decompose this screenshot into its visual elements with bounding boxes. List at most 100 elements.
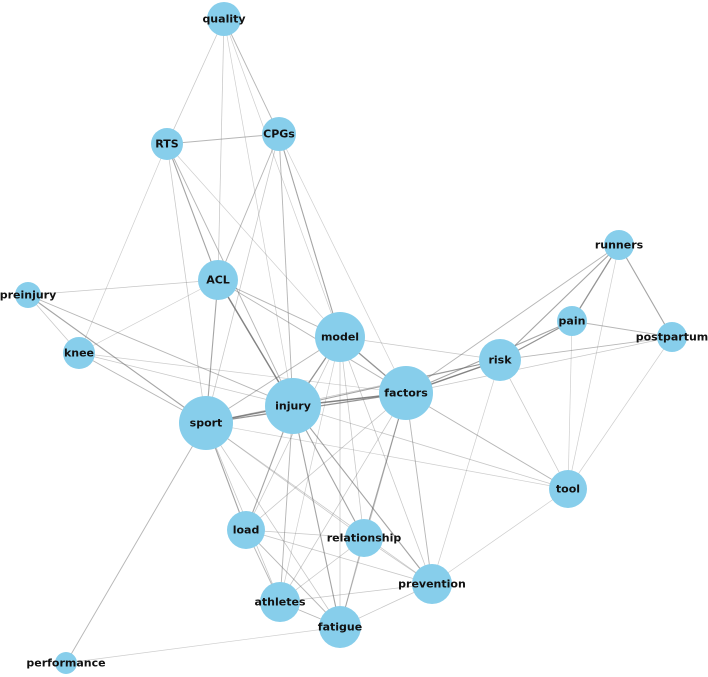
edge-risk-sport — [205, 359, 501, 424]
node-label-runners: runners — [595, 239, 644, 252]
node-preinjury[interactable] — [15, 282, 41, 308]
node-label-knee: knee — [64, 347, 94, 360]
node-knee[interactable] — [63, 337, 95, 369]
node-quality[interactable] — [207, 2, 241, 36]
node-relationship[interactable] — [345, 519, 383, 557]
edge-model-athletes — [279, 336, 341, 603]
node-label-risk: risk — [488, 354, 512, 367]
edge-load-fatigue — [245, 529, 341, 628]
node-label-quality: quality — [202, 13, 245, 26]
node-label-postpartum: postpartum — [636, 331, 708, 344]
edge-knee-factors — [78, 352, 407, 394]
node-prevention[interactable] — [412, 564, 452, 604]
edge-quality-CPGs — [223, 18, 280, 135]
node-layer — [15, 2, 687, 674]
edge-factors-athletes — [279, 392, 407, 603]
node-model[interactable] — [315, 312, 365, 362]
node-label-factors: factors — [384, 387, 428, 400]
edge-postpartum-factors — [405, 336, 673, 394]
edge-CPGs-factors — [278, 133, 407, 394]
node-label-performance: performance — [26, 657, 105, 670]
node-sport[interactable] — [179, 396, 233, 450]
edge-injury-fatigue — [292, 405, 341, 628]
edge-model-relationship — [339, 336, 365, 539]
node-ACL[interactable] — [198, 260, 238, 300]
node-injury[interactable] — [265, 378, 321, 434]
edge-CPGs-model — [278, 133, 341, 338]
edge-sport-fatigue — [205, 422, 341, 628]
edge-model-risk — [339, 336, 501, 361]
edge-RTS-CPGs — [166, 133, 280, 145]
node-label-ACL: ACL — [206, 274, 230, 287]
edge-runners-risk — [499, 244, 620, 361]
node-label-injury: injury — [275, 400, 311, 413]
edge-preinjury-injury — [27, 294, 294, 407]
node-load[interactable] — [227, 511, 265, 549]
node-CPGs[interactable] — [262, 117, 296, 151]
edge-RTS-sport — [166, 143, 207, 424]
edge-sport-performance — [65, 422, 207, 664]
node-label-fatigue: fatigue — [318, 621, 362, 634]
node-postpartum[interactable] — [657, 322, 687, 352]
node-RTS[interactable] — [151, 128, 183, 160]
edge-knee-injury — [78, 352, 294, 407]
edge-pain-postpartum — [571, 320, 673, 338]
edge-sport-prevention — [205, 422, 433, 585]
node-label-prevention: prevention — [398, 578, 466, 591]
edge-ACL-preinjury — [27, 279, 219, 296]
node-label-load: load — [233, 524, 260, 537]
node-label-pain: pain — [559, 315, 586, 328]
node-performance[interactable] — [55, 652, 77, 674]
edge-risk-prevention — [431, 359, 501, 585]
node-label-athletes: athletes — [254, 596, 305, 609]
node-pain[interactable] — [557, 306, 587, 336]
edge-ACL-knee — [78, 279, 219, 354]
edge-runners-tool — [567, 244, 620, 490]
edge-quality-injury — [223, 18, 294, 407]
node-fatigue[interactable] — [319, 606, 361, 648]
edge-prevention-athletes — [279, 583, 433, 603]
edge-factors-fatigue — [339, 392, 407, 628]
edge-RTS-knee — [78, 143, 168, 354]
edge-RTS-model — [166, 143, 341, 338]
edge-RTS-ACL — [166, 143, 219, 281]
edge-CPGs-sport — [205, 133, 280, 424]
edge-load-relationship — [245, 529, 365, 539]
edge-postpartum-tool — [567, 336, 673, 490]
edge-pain-tool — [567, 320, 573, 490]
edge-injury-prevention — [292, 405, 433, 585]
edge-load-prevention — [245, 529, 433, 585]
edge-factors-tool — [405, 392, 569, 490]
edge-runners-factors — [405, 244, 620, 394]
edge-CPGs-ACL — [217, 133, 280, 281]
node-label-preinjury: preinjury — [0, 289, 56, 302]
edge-factors-load — [245, 392, 407, 531]
edge-sport-relationship — [205, 422, 365, 539]
node-label-CPGs: CPGs — [263, 128, 295, 141]
node-label-sport: sport — [190, 417, 223, 430]
node-label-relationship: relationship — [327, 532, 402, 545]
edge-injury-tool — [292, 405, 569, 490]
edge-layer — [27, 18, 673, 664]
edge-quality-model — [223, 18, 341, 338]
edge-CPGs-injury — [278, 133, 294, 407]
edge-quality-ACL — [217, 18, 225, 281]
node-risk[interactable] — [479, 339, 521, 381]
node-label-model: model — [321, 331, 359, 344]
node-athletes[interactable] — [260, 582, 300, 622]
edge-ACL-factors — [217, 279, 407, 394]
node-factors[interactable] — [379, 366, 433, 420]
edge-factors-prevention — [405, 392, 433, 585]
edge-preinjury-sport — [27, 294, 207, 424]
edge-performance-fatigue — [65, 626, 341, 664]
edge-quality-RTS — [166, 18, 225, 145]
edge-runners-postpartum — [618, 244, 673, 338]
node-tool[interactable] — [549, 470, 587, 508]
edge-prevention-tool — [431, 488, 569, 585]
node-runners[interactable] — [604, 230, 634, 260]
node-label-RTS: RTS — [155, 138, 178, 151]
edge-risk-tool — [499, 359, 569, 490]
edge-postpartum-risk — [499, 336, 673, 361]
